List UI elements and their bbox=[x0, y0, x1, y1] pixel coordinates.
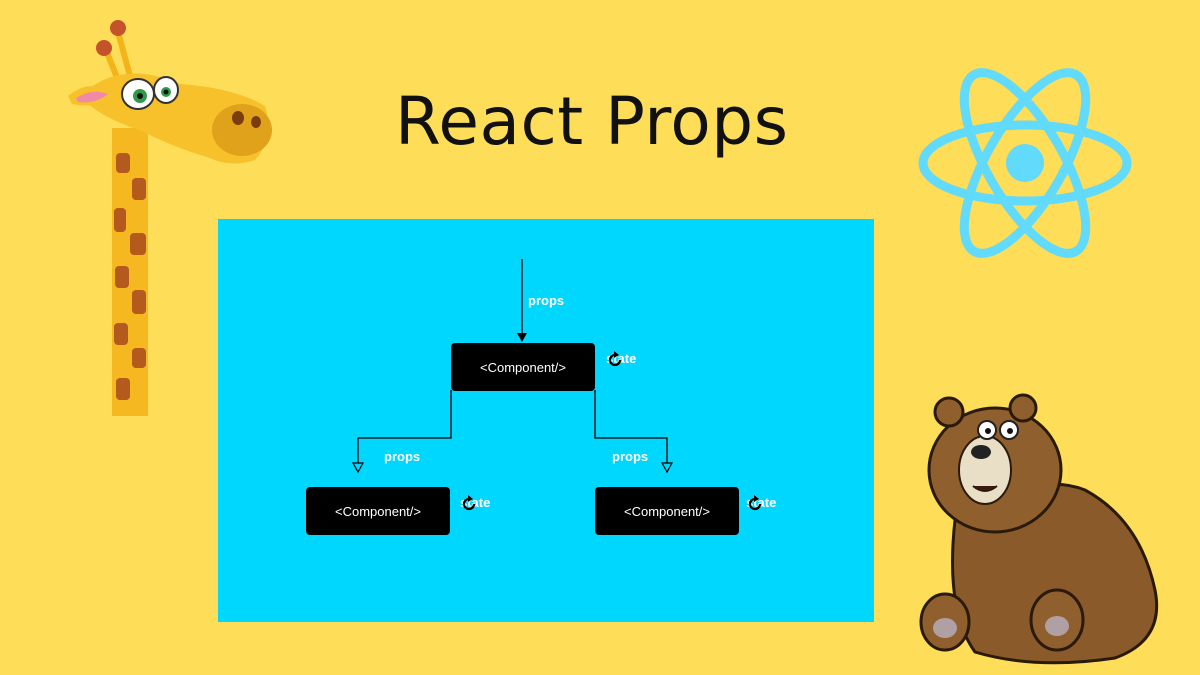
left-props-label: props bbox=[384, 449, 421, 464]
state-right: state bbox=[746, 495, 776, 511]
right-props-label: props bbox=[612, 449, 649, 464]
edge-root-left bbox=[357, 390, 452, 463]
component-node-right: <Component/> bbox=[595, 487, 739, 535]
diagram-connectors bbox=[351, 259, 674, 474]
page-title: React Props bbox=[395, 83, 789, 160]
component-node-left: <Component/> bbox=[306, 487, 450, 535]
bear-illustration bbox=[919, 393, 1159, 665]
component-node-root: <Component/> bbox=[451, 343, 595, 391]
right-arrowhead bbox=[660, 462, 674, 474]
incoming-props-label: props bbox=[528, 293, 565, 308]
giraffe-illustration bbox=[68, 20, 272, 416]
refresh-icon bbox=[748, 495, 762, 511]
refresh-icon bbox=[608, 351, 622, 367]
edge-root-right bbox=[594, 390, 668, 463]
refresh-icon bbox=[462, 495, 476, 511]
state-root: state bbox=[606, 351, 636, 367]
state-left: state bbox=[460, 495, 490, 511]
react-logo-icon bbox=[918, 68, 1132, 258]
left-arrowhead bbox=[351, 462, 365, 474]
diagram-panel: props <Component/> state props props <Co… bbox=[218, 219, 874, 622]
incoming-arrowhead bbox=[517, 333, 527, 342]
